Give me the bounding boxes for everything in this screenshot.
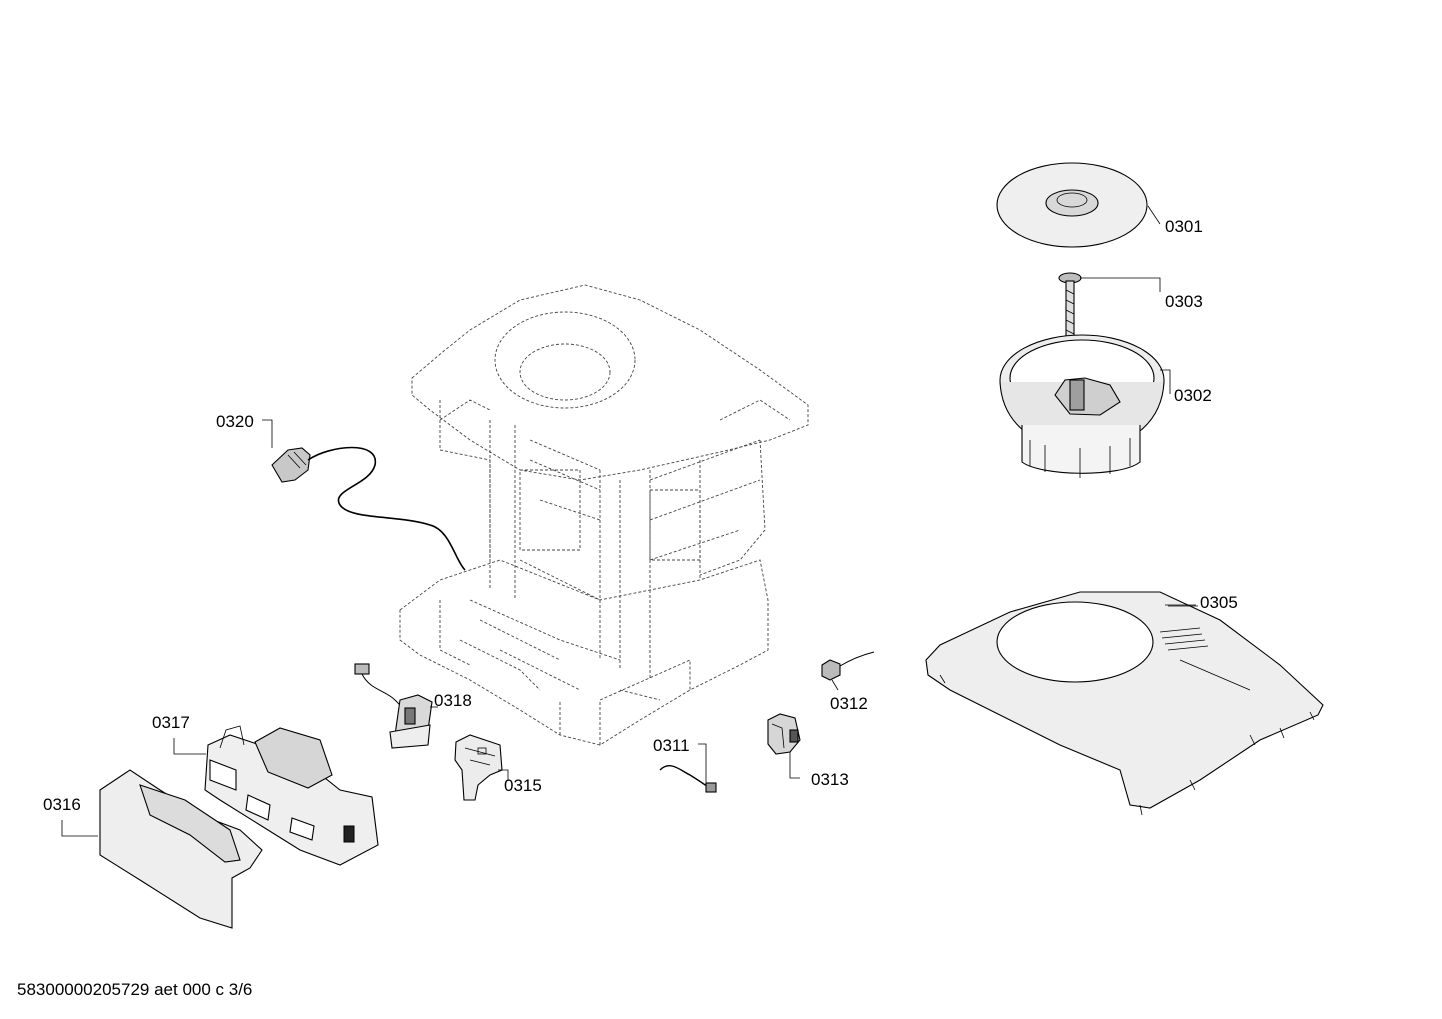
machine-frame-outline	[399, 284, 809, 746]
label-0318: 0318	[434, 691, 472, 710]
label-0311: 0311	[653, 736, 690, 755]
label-0305: 0305	[1200, 593, 1238, 612]
label-0320: 0320	[216, 412, 254, 431]
part-0318-sensor-bracket	[354, 663, 438, 749]
part-0301-lid	[996, 162, 1161, 248]
label-0315: 0315	[504, 776, 542, 795]
part-0311-wire	[659, 743, 717, 793]
part-0317-control-module	[173, 725, 379, 866]
label-0303: 0303	[1165, 292, 1203, 311]
part-0312-sensor	[821, 651, 875, 691]
part-0305-top-cover	[925, 591, 1324, 816]
label-0302: 0302	[1174, 386, 1212, 405]
part-0313-switch	[767, 713, 801, 779]
part-labels: 0301 0303 0302 0305 0320 0318 0312 0317 …	[43, 217, 1238, 814]
part-0320-power-cord	[262, 419, 466, 571]
label-0313: 0313	[811, 770, 849, 789]
part-0302-grinder-bowl	[999, 334, 1171, 478]
document-id: 58300000205729 aet 000 c 3/6	[17, 980, 253, 999]
part-0316-front-panel	[61, 769, 263, 929]
label-0312: 0312	[830, 694, 868, 713]
label-0301: 0301	[1165, 217, 1203, 236]
label-0316: 0316	[43, 795, 81, 814]
label-0317: 0317	[152, 713, 190, 732]
part-0315-bracket	[454, 734, 509, 801]
